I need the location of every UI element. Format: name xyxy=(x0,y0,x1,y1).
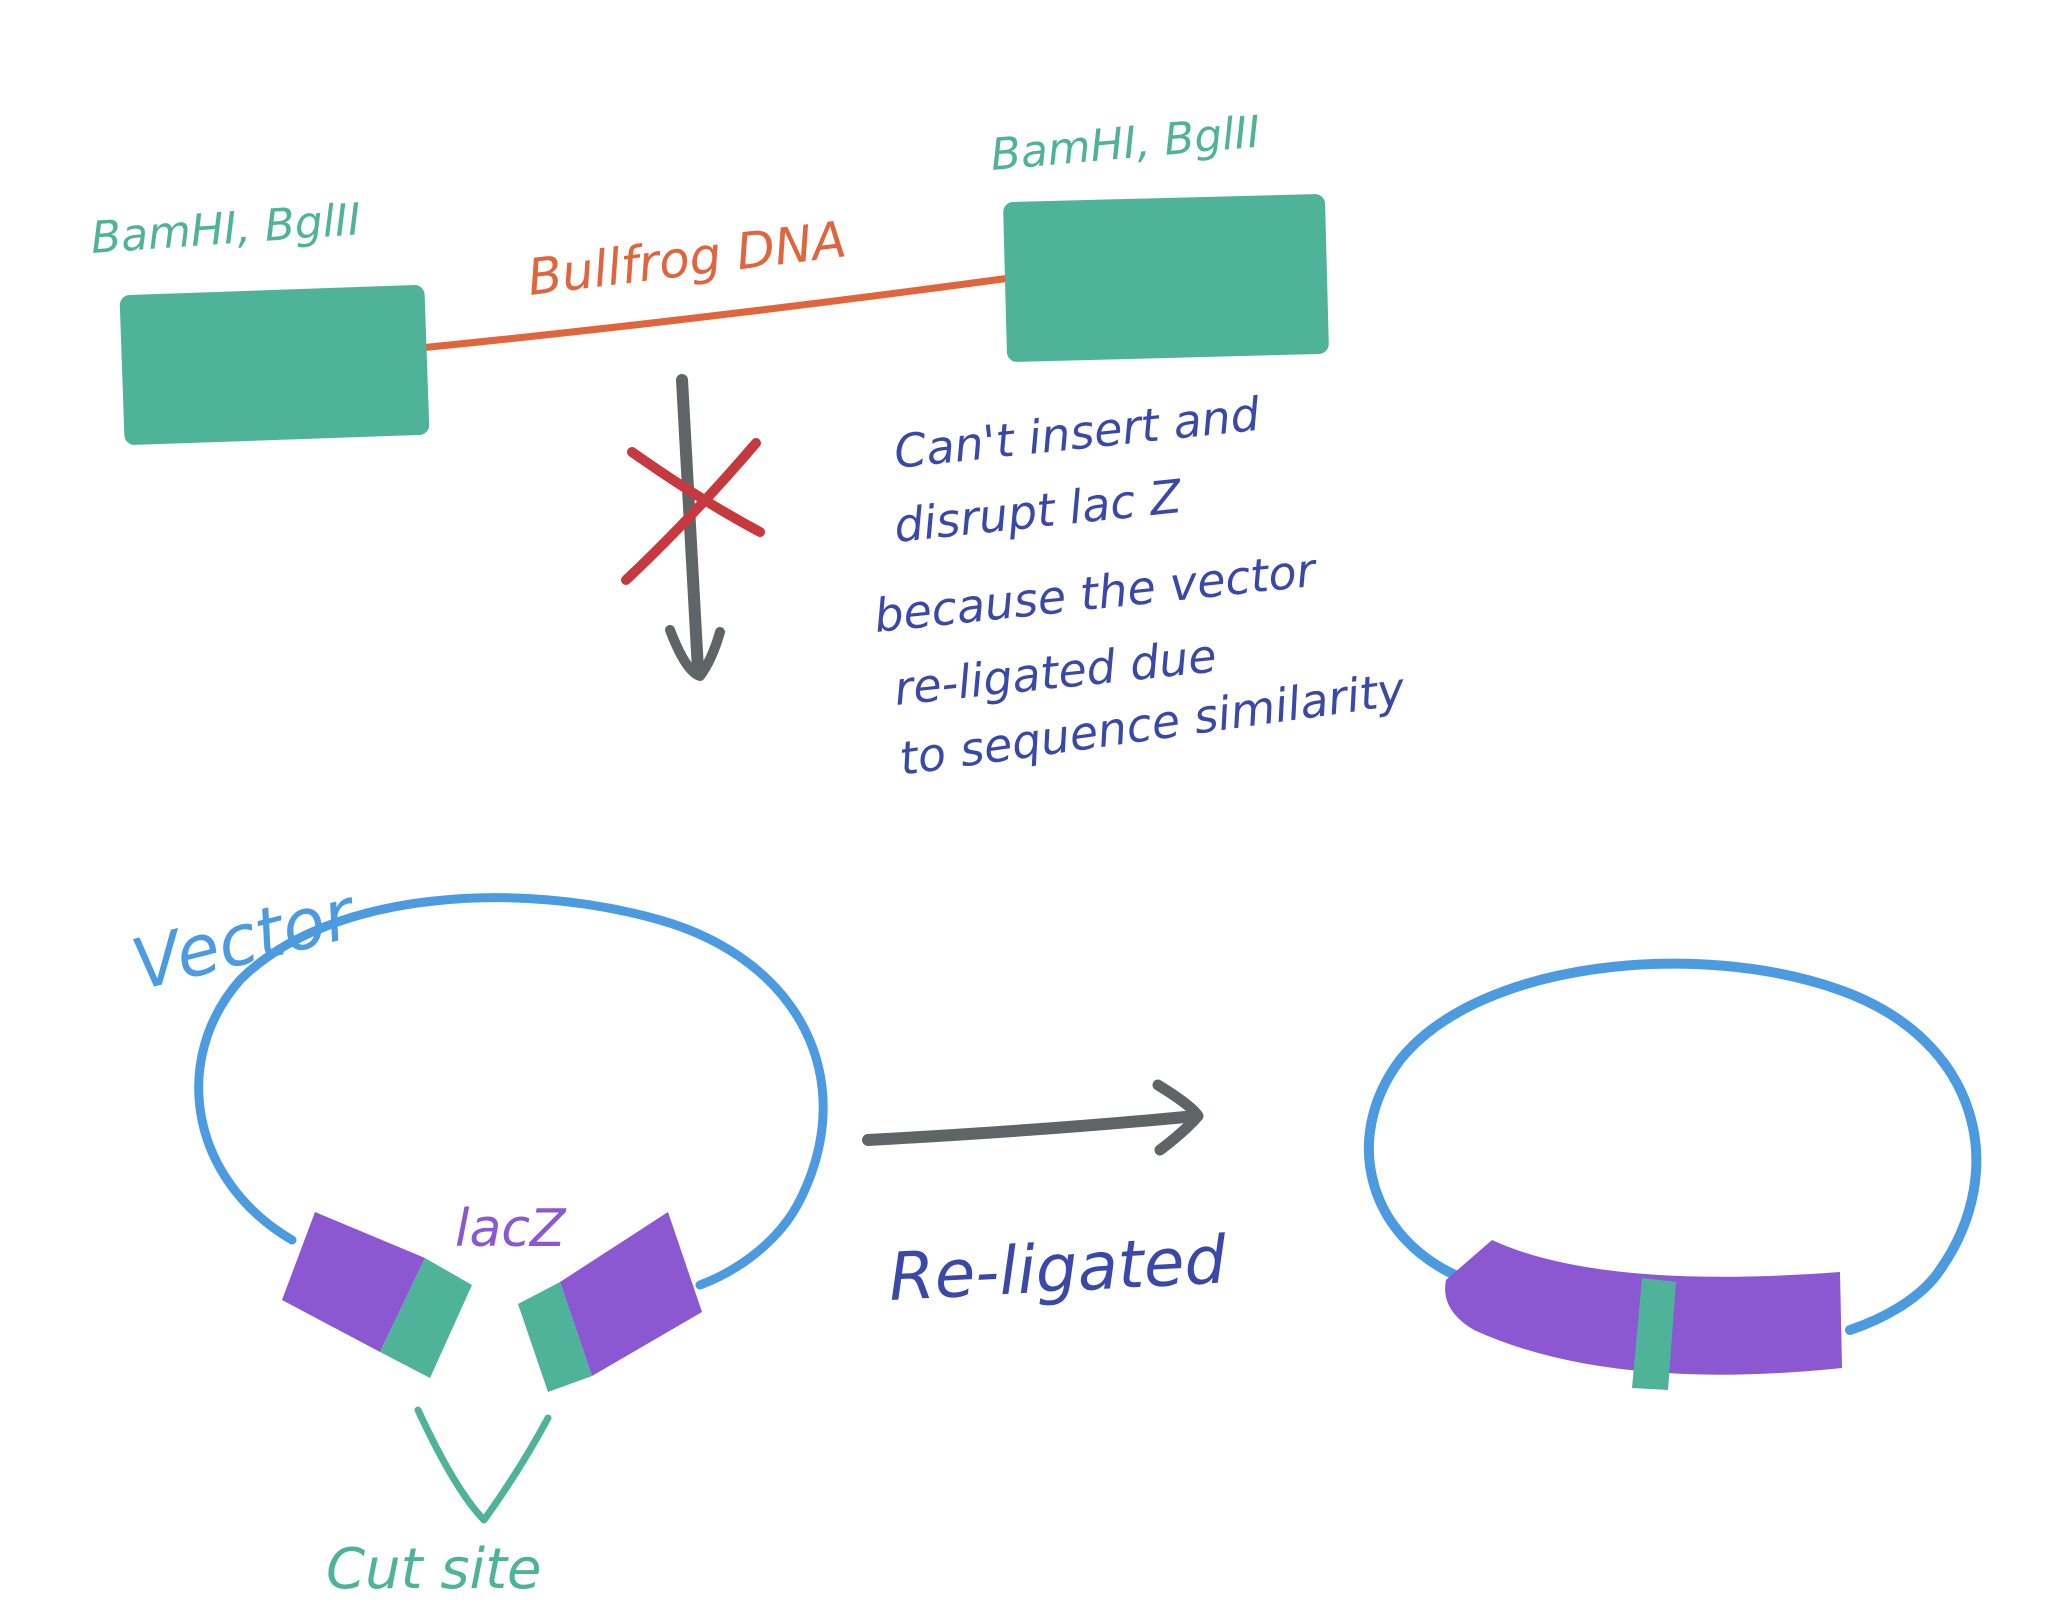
right-restriction-block xyxy=(1003,194,1329,362)
lacz-left-fragment xyxy=(282,1212,472,1378)
cut-vector-backbone xyxy=(194,893,828,1290)
lacz-right-fragment xyxy=(518,1212,702,1392)
note-line-2: disrupt lac Z xyxy=(892,469,1186,553)
note-line-3: because the vector xyxy=(872,543,1321,643)
bullfrog-dna-line xyxy=(416,274,1014,352)
lacz-religated xyxy=(1445,1240,1842,1390)
cut-site-pointer xyxy=(414,1406,552,1524)
religated-vector-backbone xyxy=(1363,958,1982,1335)
insert-label: Bullfrog DNA xyxy=(524,210,849,307)
insert-construct xyxy=(119,194,1329,445)
left-restriction-block xyxy=(119,285,430,445)
right-site-label: BamHI, BglII xyxy=(989,107,1263,181)
vector-label: Vector xyxy=(124,872,366,1007)
religated-label: Re-ligated xyxy=(887,1221,1229,1316)
left-site-label: BamHI, BglII xyxy=(89,194,362,264)
lacz-label: lacZ xyxy=(455,1199,567,1259)
red-x-icon xyxy=(621,438,765,585)
cut-site-label: Cut site xyxy=(326,1537,542,1602)
right-arrow-icon xyxy=(862,1079,1204,1156)
note-line-1: Can't insert and xyxy=(892,387,1264,479)
